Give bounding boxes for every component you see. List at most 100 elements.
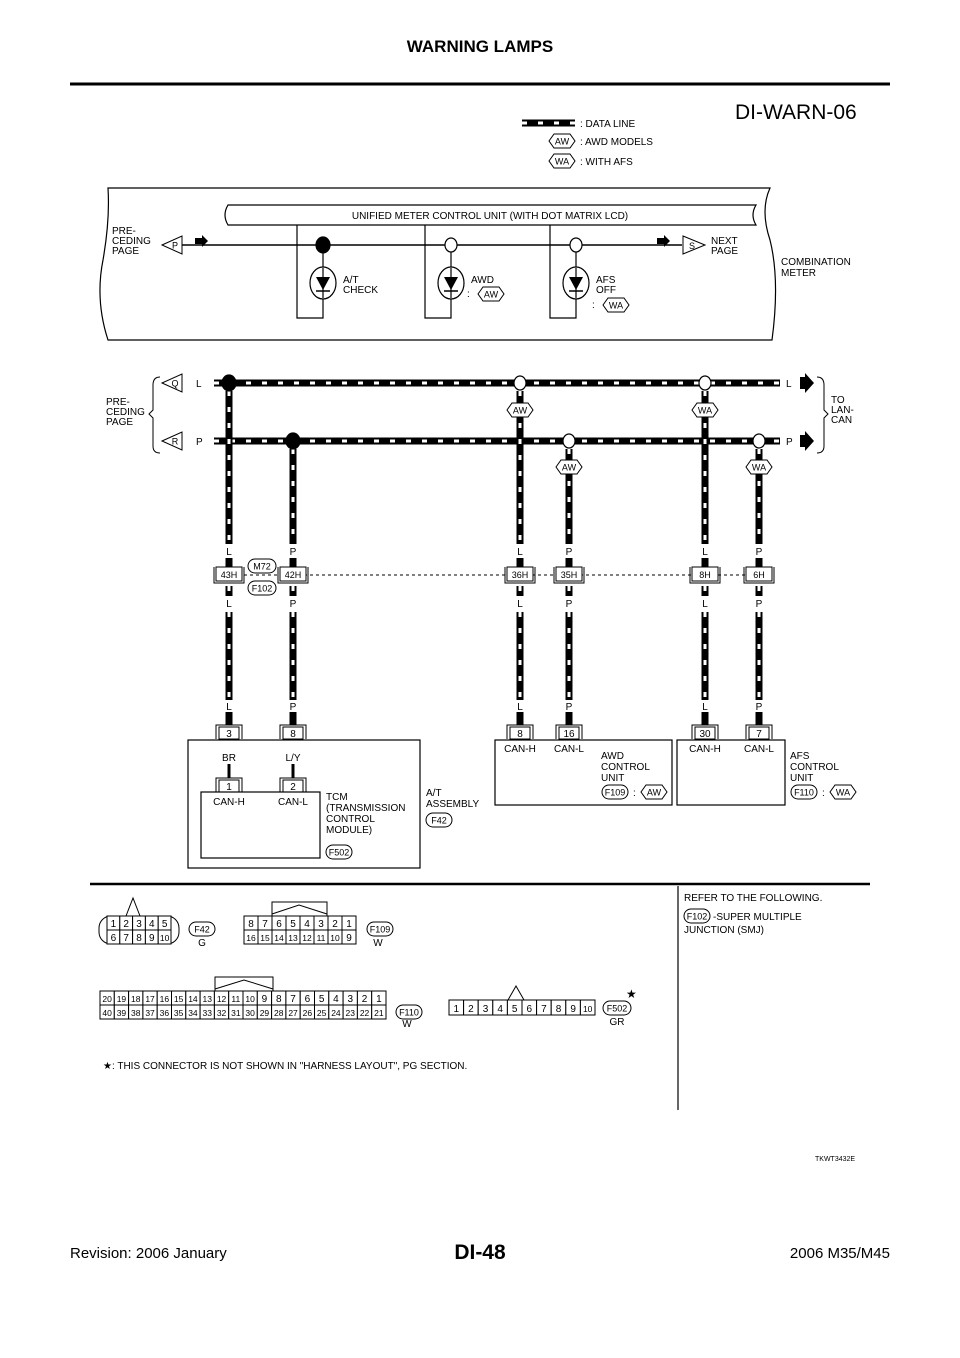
f109-pin-number: 7 [262,919,268,930]
wire-color: L [702,547,708,558]
f502-color: GR [610,1017,625,1028]
tcm-label: MODULE) [326,825,372,836]
option-tag-wa [745,459,773,475]
page-number: DI-48 [454,1241,506,1264]
bracket-left [148,376,161,454]
afs-control-unit-label: UNIT [790,773,813,784]
awd-control-unit-box [494,739,673,806]
f110-pin-number: 9 [262,994,268,1005]
f109-pin-number: 8 [248,919,254,930]
to-lan-can-label: CAN [831,415,852,426]
diode-icon [569,277,583,290]
f109-pin-number: 10 [330,933,340,943]
f502-pin-number: 3 [483,1004,489,1015]
f502-lock [507,984,525,1001]
wire-color: P [196,437,203,448]
colon: : [822,788,825,799]
f110-cavity [371,1004,387,1020]
wire-color: P [566,547,573,558]
next-page-tag [682,235,707,255]
can-preceding-label: PAGE [106,417,133,428]
wire-color: L [196,379,202,390]
connector-id-label: F502 [607,1004,628,1014]
f109-pin-number: 4 [304,919,310,930]
connector-pin [509,726,531,740]
option-tag-label: WA [555,157,569,167]
f110-lock-mark [214,979,274,990]
pin-number: 2 [290,782,296,793]
f109-pin-number: 16 [246,933,256,943]
can-preceding-label: CEDING [106,407,145,418]
f502-pin-number: 5 [512,1004,518,1015]
f110-pin-number: 35 [174,1008,184,1018]
f110-pin-number: 40 [102,1008,112,1018]
combination-meter-label: METER [781,268,816,279]
option-junction [513,375,527,391]
f110-pin-number: 10 [245,994,255,1004]
joint-connector [555,566,583,582]
unified-meter-label: UNIFIED METER CONTROL UNIT (WITH DOT MAT… [352,211,628,222]
option-junction [562,433,576,449]
wire-color: L [702,599,708,610]
f42-pin-number: 2 [123,919,129,930]
connector-id-badge [395,1004,423,1020]
f110-pin-number: 7 [290,994,296,1005]
signal-name: CAN-L [744,744,774,755]
f110-pin-number: 28 [274,1008,284,1018]
colon: : [633,788,636,799]
legend-data-line: : DATA LINE [580,119,636,130]
joint-connector [215,566,243,582]
connector-id-badge [188,921,216,937]
lamp-label: AWD [471,275,494,286]
wire-color: L [226,702,232,713]
f110-pin-number: 3 [347,994,353,1005]
f110-pin-number: 23 [346,1008,356,1018]
f109-pin-number: 6 [276,919,282,930]
f109-pin-number: 9 [346,933,352,944]
joint-connector-pin: 8H [699,570,711,580]
wire-color: L [702,702,708,713]
f42-pin-number: 6 [111,933,117,944]
signal-name: CAN-H [213,797,245,808]
lamp-tag-colon: : [467,289,470,300]
connector-id-badge [425,812,453,828]
diagram-id: DI-WARN-06 [735,101,857,124]
signal-name: CAN-L [278,797,308,808]
f110-pin-number: 29 [260,1008,270,1018]
connector-id-label: F110 [399,1008,419,1018]
wire-color: P [756,599,763,610]
wire-color: P [566,599,573,610]
f42-pin-number: 10 [160,933,170,943]
next-page-label: PAGE [711,246,738,257]
preceding-page-label: PRE- [112,226,136,237]
f110-pin-number: 2 [362,994,368,1005]
f109-pin-number: 15 [260,933,270,943]
f42-color: G [198,938,206,949]
f109-pin-number: 11 [317,933,326,943]
wire-color: L [517,702,523,713]
option-tag-label: WA [836,788,850,798]
splice-junction [285,432,301,450]
connector-shell [691,724,719,739]
option-tag-label: WA [698,406,712,416]
wire-color: L [517,599,523,610]
f110-pin-number: 22 [360,1008,370,1018]
legend-afs: : WITH AFS [580,157,633,168]
f110-lock [214,976,274,992]
page-link-label: P [172,241,178,251]
footer-model: 2006 M35/M45 [790,1245,890,1262]
tcm-box [200,791,321,859]
joint-connector-pin: 36H [512,570,529,580]
connector-id-label: F109 [370,925,391,935]
option-tag-wa [548,153,576,169]
figure-code: TKWT3432E [815,1156,855,1163]
option-tag-wa [691,402,719,418]
joint-connector-pin: 35H [561,570,578,580]
f110-pin-number: 21 [374,1008,384,1018]
lamp-tag-colon: : [592,300,595,311]
lamp-label: AFS [596,275,616,286]
option-tag-label: AW [647,788,662,798]
connector-id-label: F42 [194,925,210,935]
option-tag-label: WA [752,463,766,473]
afs-control-unit-box [676,739,786,806]
